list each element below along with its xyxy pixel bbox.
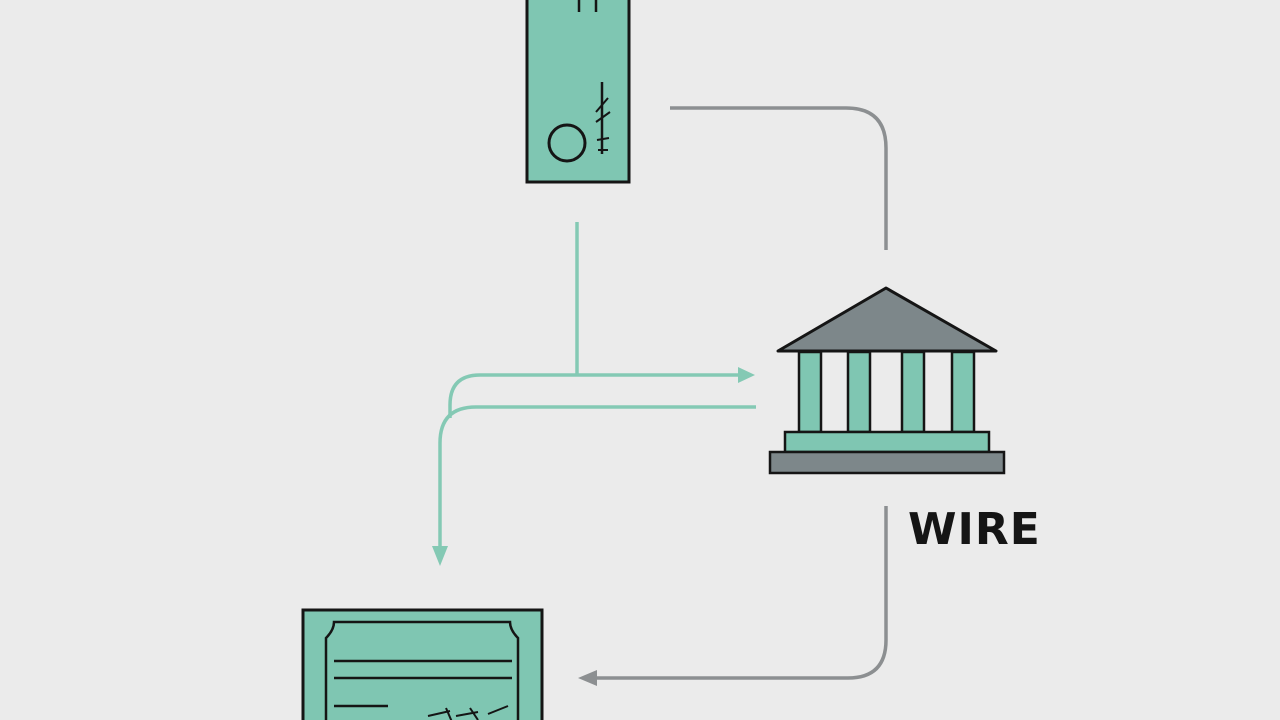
arrow-to-check-gray — [578, 670, 597, 686]
flow-gray-bottom — [596, 506, 888, 680]
check-icon — [301, 608, 544, 720]
arrow-to-bank — [738, 367, 755, 383]
flow-teal-to-check — [438, 405, 756, 548]
bank-icon — [768, 286, 1006, 475]
flow-gray-top — [670, 106, 888, 250]
wire-label: WIRE — [908, 504, 1041, 555]
flow-teal-to-bank — [448, 373, 740, 418]
arrow-to-check — [432, 546, 448, 566]
device-icon — [525, 0, 631, 184]
